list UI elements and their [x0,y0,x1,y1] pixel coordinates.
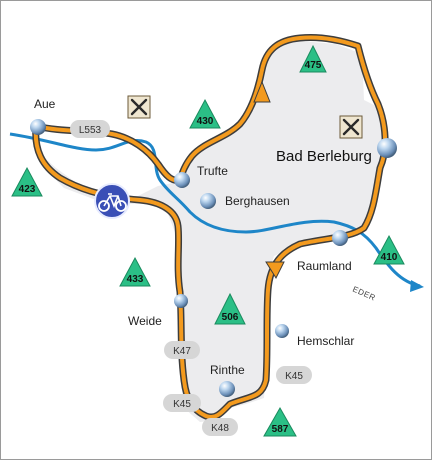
road-badge-k47: K47 [164,341,200,359]
place-label-aue: Aue [34,97,56,111]
peak-label: 587 [272,424,289,435]
pin-rinthe [219,381,235,397]
peak-410: 410 [373,234,405,265]
road-label: K45 [173,399,191,410]
peak-label: 433 [127,274,144,285]
peak-430: 430 [189,98,221,129]
pin-hemschlar [275,324,289,338]
restaurant-icon [339,115,363,139]
peak-label: 475 [305,60,322,71]
place-label-trufte: Trufte [197,164,228,178]
peak-423: 423 [11,166,43,197]
pin-weide [174,294,188,308]
peak-label: 430 [197,116,214,127]
place-label-hemschlar: Hemschlar [297,334,354,348]
place-label-bad-berleburg: Bad Berleburg [276,148,372,165]
bicycle-sign-icon [94,183,130,219]
road-label: K47 [173,346,191,357]
pin-bad-berleburg [377,138,397,158]
peak-label: 506 [222,312,239,323]
peak-label: 423 [19,184,36,195]
place-label-weide: Weide [128,314,162,328]
peak-587: 587 [263,406,297,437]
peak-433: 433 [119,256,151,287]
road-badge-l553: L553 [70,120,110,138]
place-label-raumland: Raumland [297,259,352,273]
road-badge-k45-east: K45 [276,366,312,384]
road-label: K48 [211,423,229,434]
pin-berghausen [200,193,216,209]
route-direction-arrow [253,80,271,103]
peak-506: 506 [214,292,246,325]
road-label: L553 [79,125,102,136]
pin-trufte [174,172,190,188]
road-badge-k48: K48 [202,418,238,436]
eder-river [9,132,421,288]
peak-475: 475 [299,44,327,73]
route-area [36,40,388,422]
place-label-berghausen: Berghausen [225,194,290,208]
road-label: K45 [285,371,303,382]
river-arrow [410,280,424,292]
route-direction-arrow [265,261,285,280]
pin-raumland [332,230,348,246]
pin-aue [30,119,46,135]
place-label-rinthe: Rinthe [210,363,245,377]
peak-label: 410 [381,252,398,263]
restaurant-icon [127,95,151,119]
road-badge-k45-west: K45 [163,394,201,412]
